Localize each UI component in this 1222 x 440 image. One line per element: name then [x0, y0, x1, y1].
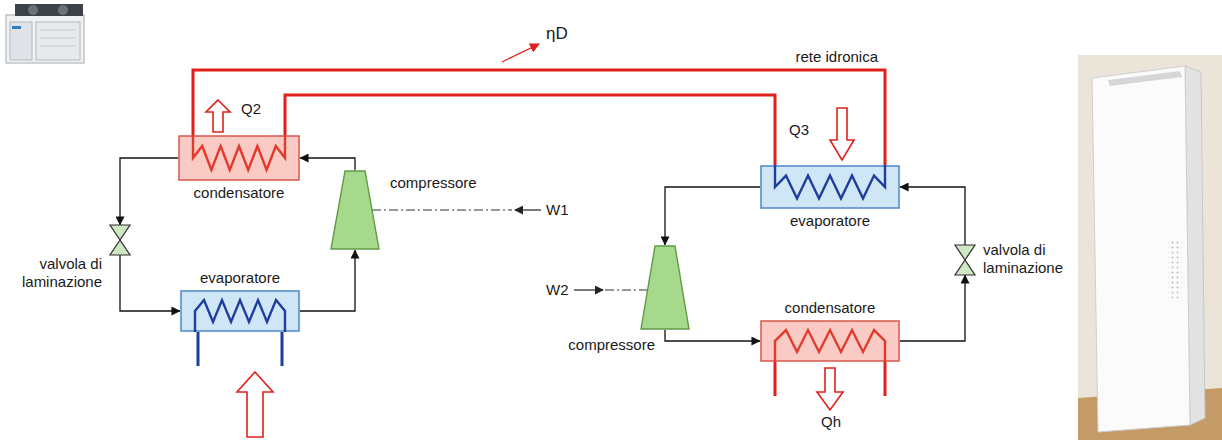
valve-triangle	[110, 225, 130, 240]
evaporator-box-outline	[180, 290, 300, 332]
exchanger-coil	[775, 165, 885, 198]
refrigerant-line	[665, 330, 760, 341]
chiller-grille	[40, 38, 76, 39]
condenser-box: condensatore	[178, 135, 300, 181]
evaporator-box: evaporatore	[180, 290, 300, 332]
valve-triangle	[955, 260, 975, 275]
fan-coil-vent	[1168, 240, 1182, 300]
component-label: compressore	[568, 336, 655, 354]
expansion-valve-outline	[955, 245, 975, 275]
work-label: W2	[546, 281, 569, 299]
refrigerant-line	[300, 250, 355, 311]
refrigerant-line	[300, 158, 355, 170]
network-label: rete idronica	[793, 48, 880, 66]
component-label: valvola di laminazione	[4, 255, 102, 291]
compressor-symbol-outline	[640, 245, 690, 330]
component-label: evaporatore	[200, 269, 280, 287]
refrigerant-line	[120, 255, 180, 311]
refrigerant-line	[120, 158, 178, 225]
expansion-valve: valvola di laminazione	[955, 245, 975, 275]
water-pipe	[884, 362, 887, 396]
compressor-body	[641, 246, 689, 329]
water-pipe	[774, 362, 777, 396]
condenser-box-outline	[760, 320, 900, 362]
chiller-body	[6, 15, 84, 63]
chiller-panel	[36, 22, 80, 60]
chiller-fan-deck	[15, 4, 83, 16]
exchanger-coil	[193, 135, 285, 170]
chiller-fan	[58, 5, 68, 15]
fan-coil-front	[1092, 66, 1190, 432]
condenser-box-outline	[178, 135, 300, 181]
fan-coil-grille	[1108, 71, 1182, 86]
work-label: W1	[546, 201, 569, 219]
evaporator-box-outline	[760, 165, 900, 209]
work-arrow	[515, 209, 541, 210]
expansion-valve-outline	[110, 225, 130, 255]
valve-triangle	[110, 240, 130, 255]
chiller-grille	[40, 46, 76, 47]
compressor-body	[331, 171, 379, 249]
refrigerant-line	[900, 187, 965, 245]
exchanger-shell	[179, 136, 299, 180]
component-label: valvola di laminazione	[983, 241, 1075, 277]
heat-label: Q2	[241, 100, 261, 118]
refrigerant-line	[665, 187, 760, 245]
exchanger-coil	[195, 300, 285, 332]
heat-flow-arrow	[817, 368, 843, 410]
chiller-fan	[28, 5, 38, 15]
valve-triangle	[955, 245, 975, 260]
heat-label: Q3	[789, 121, 809, 139]
component-label: condensatore	[785, 299, 876, 317]
refrigerant-line	[900, 275, 965, 341]
component-label: evaporatore	[790, 212, 870, 230]
chiller-panel	[10, 22, 32, 60]
water-pipe	[285, 95, 775, 165]
heat-flow-arrow	[237, 372, 273, 437]
heat-flow-arrow	[830, 108, 854, 160]
compressor-shaft	[355, 210, 512, 211]
compressor-symbol: compressore	[640, 245, 690, 330]
work-arrow	[574, 289, 603, 290]
water-pipe	[197, 332, 200, 366]
component-label: compressore	[390, 174, 477, 192]
chiller-logo	[12, 26, 21, 29]
water-pipe	[281, 332, 284, 366]
compressor-symbol-outline	[330, 170, 380, 250]
exchanger-shell	[761, 321, 899, 361]
wall	[1078, 55, 1222, 440]
exchanger-shell	[181, 291, 299, 331]
exchanger-coil	[775, 330, 885, 362]
efficiency-symbol: ηD	[546, 24, 568, 44]
compressor-symbol: compressore	[330, 170, 380, 250]
condenser-box: condensatore	[760, 320, 900, 362]
efficiency-pointer	[502, 44, 539, 62]
heat-label: Qh	[821, 413, 841, 431]
component-label: condensatore	[194, 184, 285, 202]
heat-flow-arrow	[206, 100, 230, 132]
exchanger-shell	[761, 166, 899, 208]
fan-coil-picture	[1078, 55, 1222, 440]
expansion-valve: valvola di laminazione	[110, 225, 130, 255]
chiller-unit-picture	[6, 4, 84, 63]
evaporator-box: evaporatore	[760, 165, 900, 209]
chiller-grille	[40, 30, 76, 31]
